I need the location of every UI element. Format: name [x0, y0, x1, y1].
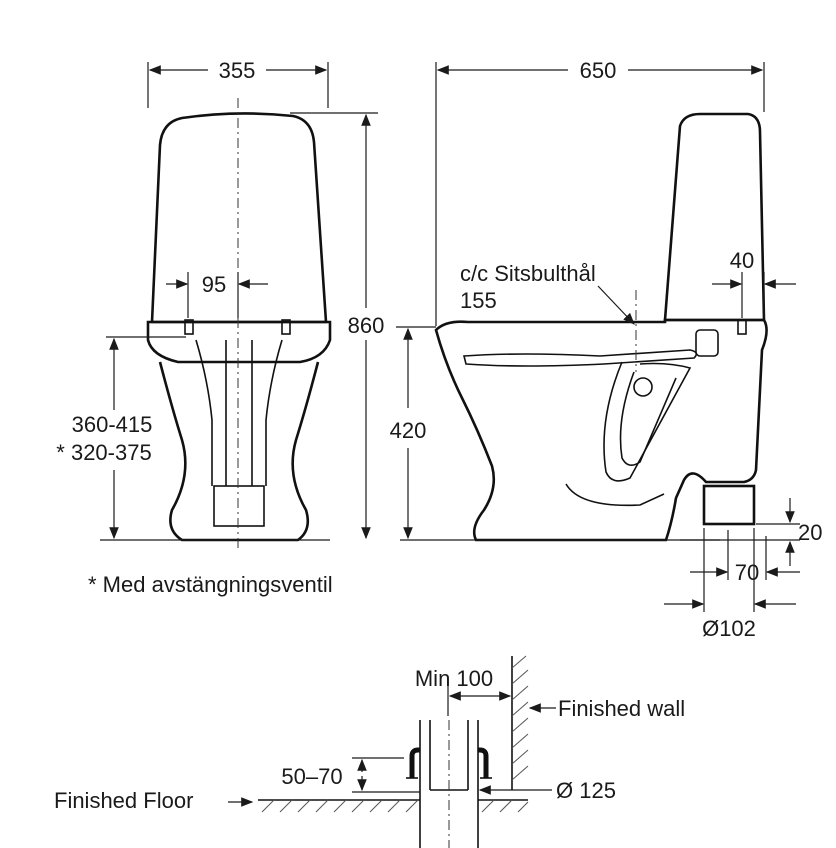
installation-detail: Min 100 Finished wall 50–70 Ø 125 Finish… — [54, 655, 685, 848]
pipe-diameter-label: Ø 125 — [556, 778, 616, 803]
floor-label: Finished Floor — [54, 788, 193, 813]
front-trap-outline — [195, 339, 283, 486]
front-bowl-top — [146, 320, 332, 364]
outlet-offset-label: 70 — [735, 560, 759, 585]
bolt-spacing-label: 95 — [202, 272, 226, 297]
total-height-label: 860 — [348, 313, 385, 338]
front-view: 355 95 860 360-415 * 320-375 — [56, 58, 384, 548]
front-inlet-block — [213, 485, 265, 527]
tank-offset-label: 40 — [730, 248, 754, 273]
outlet-height-label: 20 — [798, 520, 822, 545]
front-pedestal-outline — [158, 361, 320, 542]
wall-label: Finished wall — [558, 696, 685, 721]
finished-wall — [511, 655, 529, 790]
seat-bolt-value: 155 — [460, 288, 497, 313]
min-distance-label: Min 100 — [415, 666, 493, 691]
seat-height-label: 420 — [390, 418, 427, 443]
inlet-height-alt-label: * 320-375 — [56, 440, 151, 465]
side-bowl-outline — [434, 318, 768, 542]
footnote: * Med avstängningsventil — [88, 572, 333, 597]
side-tank-outline — [663, 112, 766, 322]
inlet-height-label: 360-415 — [72, 412, 153, 437]
finished-floor — [258, 799, 529, 813]
side-view: 650 c/c Sitsbulthål 155 40 420 20 70 — [390, 58, 823, 641]
drain-pipe — [406, 720, 492, 848]
side-depth-label: 650 — [580, 58, 617, 83]
front-width-label: 355 — [219, 58, 256, 83]
outlet-diameter-label: Ø102 — [702, 616, 756, 641]
collar-height-label: 50–70 — [281, 764, 342, 789]
front-tank-outline — [150, 112, 328, 324]
seat-bolt-label: c/c Sitsbulthål — [460, 261, 596, 286]
side-outlet-block — [702, 484, 756, 526]
